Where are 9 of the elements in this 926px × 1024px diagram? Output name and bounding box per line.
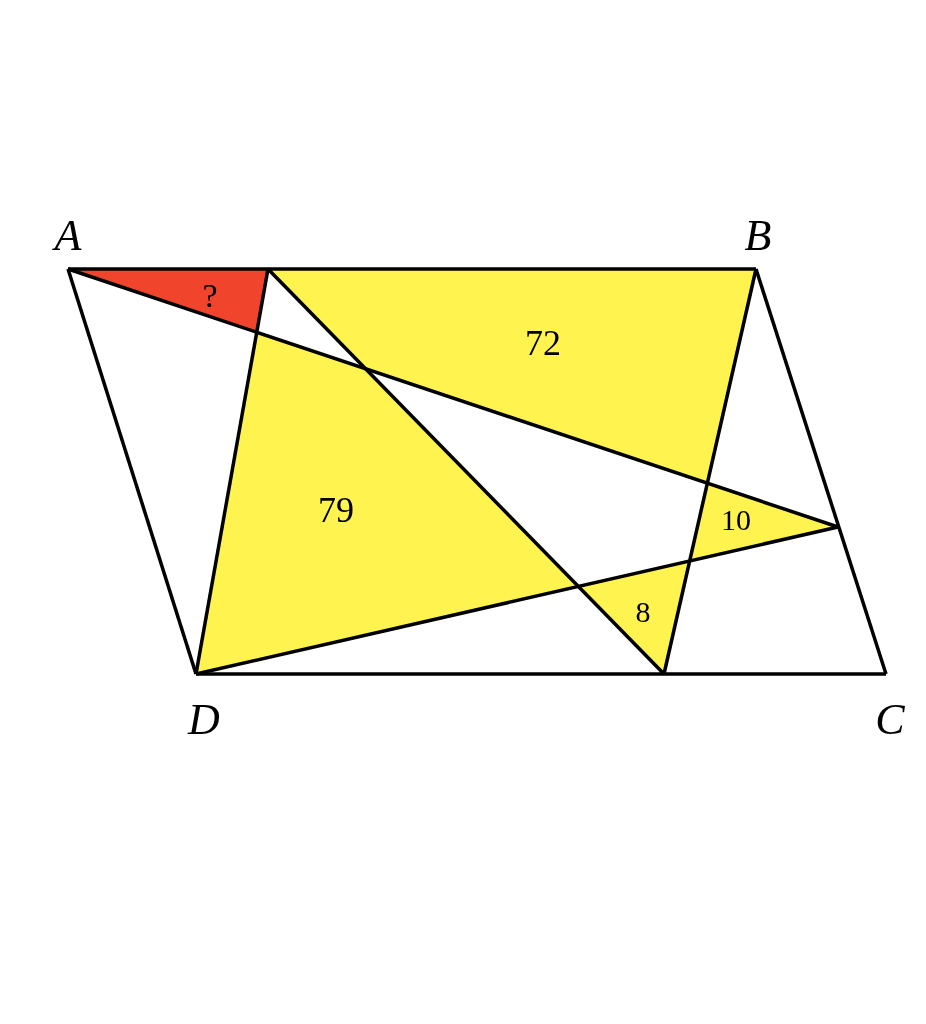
area-label: 79 <box>318 492 354 528</box>
vertex-label: B <box>744 214 772 258</box>
area-label: 8 <box>635 597 651 627</box>
unknown-area-label: ? <box>202 279 218 313</box>
vertex-label: C <box>875 698 905 742</box>
area-label: 10 <box>721 505 751 535</box>
vertex-label: D <box>188 698 220 742</box>
area-label: 72 <box>525 325 561 361</box>
vertex-label: A <box>54 214 82 258</box>
